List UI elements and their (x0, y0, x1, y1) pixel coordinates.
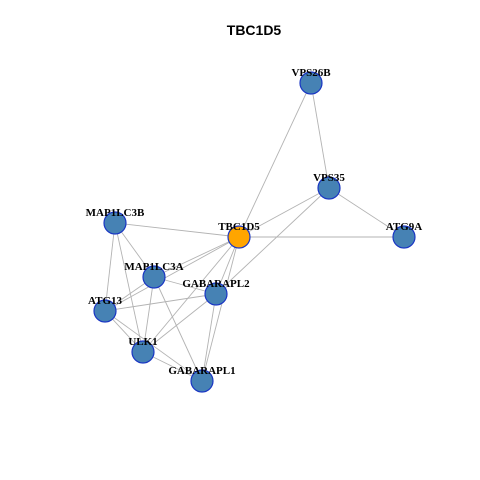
node-label-vps26b: VPS26B (291, 67, 331, 79)
edge-map1lc3a-gabarapl1 (153, 276, 203, 382)
node-atg9a (392, 225, 416, 249)
edge-vps35-atg9a (328, 187, 405, 238)
node-vps35 (317, 176, 341, 200)
edge-map1lc3b-atg13 (104, 222, 116, 312)
node-label-gabarapl1: GABARAPL1 (168, 365, 235, 377)
node-label-atg9a: ATG9A (386, 221, 423, 233)
edge-tbc1d5-ulk1 (142, 236, 240, 353)
node-label-map1lc3b: MAP1LC3B (86, 207, 145, 219)
node-label-map1lc3a: MAP1LC3A (124, 261, 183, 273)
edge-tbc1d5-atg13 (104, 236, 240, 312)
edge-gabarapl2-atg13 (104, 293, 217, 312)
edge-vps26b-tbc1d5 (238, 82, 312, 238)
edge-vps26b-vps35 (310, 82, 330, 189)
edge-atg13-gabarapl1 (104, 310, 203, 382)
edge-vps35-tbc1d5 (238, 187, 330, 238)
edge-tbc1d5-map1lc3b (114, 222, 240, 238)
node-label-tbc1d5: TBC1D5 (218, 221, 260, 233)
node-vps26b (299, 71, 323, 95)
node-gabarapl2 (204, 282, 228, 306)
edge-gabarapl2-ulk1 (142, 293, 217, 353)
node-layer (93, 71, 416, 393)
node-atg13 (93, 299, 117, 323)
edge-map1lc3b-ulk1 (114, 222, 144, 353)
node-map1lc3b (103, 211, 127, 235)
edge-gabarapl2-gabarapl1 (201, 293, 217, 382)
node-label-gabarapl2: GABARAPL2 (182, 278, 250, 290)
edge-tbc1d5-map1lc3a (153, 236, 240, 278)
node-label-vps35: VPS35 (313, 172, 345, 184)
node-map1lc3a (142, 265, 166, 289)
node-gabarapl1 (190, 369, 214, 393)
edge-vps35-gabarapl2 (215, 187, 330, 295)
node-label-ulk1: ULK1 (128, 336, 157, 348)
diagram-title: TBC1D5 (227, 22, 282, 38)
node-tbc1d5 (227, 225, 251, 249)
node-ulk1 (131, 340, 155, 364)
node-label-atg13: ATG13 (88, 295, 123, 307)
edge-tbc1d5-gabarapl1 (201, 236, 240, 382)
